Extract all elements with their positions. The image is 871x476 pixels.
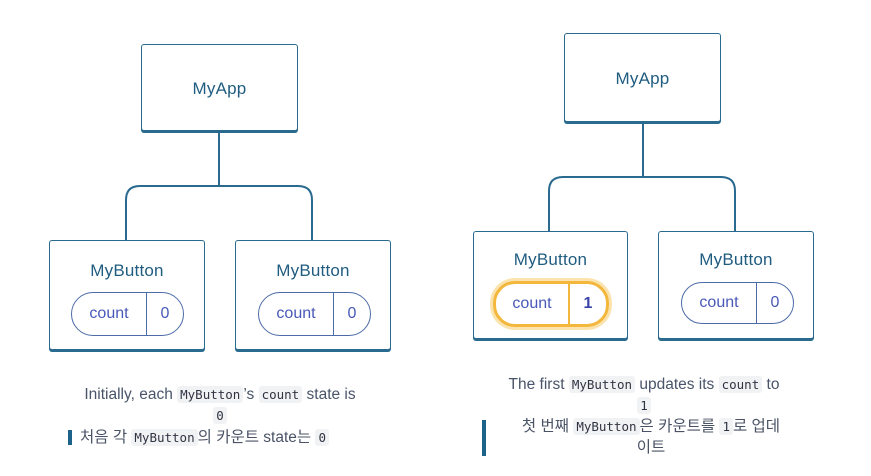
node-title: MyApp (192, 79, 247, 98)
count-label: count (276, 305, 316, 322)
count-pill-highlighted[interactable]: count 1 (493, 281, 609, 327)
count-label: count (512, 295, 552, 312)
left-caption: Initially, each MyButton’s count state i… (40, 384, 400, 426)
code-one: 1 (637, 397, 651, 414)
right-caption: The first MyButton updates its count to … (464, 374, 824, 416)
count-value: 1 (583, 295, 593, 312)
ko-text: 처음 각 (80, 429, 132, 446)
code-zero: 0 (315, 429, 329, 446)
caption-text: updates its (635, 376, 719, 393)
count-value: 0 (770, 294, 780, 311)
right-mybutton-node-1: MyButton count 1 (473, 231, 628, 339)
code-mybutton: MyButton (177, 386, 244, 403)
node-title: MyButton (699, 250, 773, 269)
count-label: count (89, 305, 129, 322)
code-mybutton: MyButton (573, 418, 640, 435)
code-count: count (718, 376, 763, 393)
ko-text: 은 카운트를 (639, 418, 720, 435)
left-myapp-node: MyApp (141, 44, 298, 131)
node-title: MyButton (513, 250, 588, 269)
code-mybutton: MyButton (131, 429, 198, 446)
count-label: count (699, 294, 739, 311)
left-tree-connector (125, 132, 313, 240)
left-ko-bar (68, 430, 72, 445)
right-mybutton-node-2: MyButton count 0 (658, 231, 814, 339)
left-mybutton-node-2: MyButton count 0 (235, 240, 391, 350)
ko-text: 이트 (636, 439, 666, 456)
count-pill[interactable]: count 0 (258, 292, 371, 336)
count-pill[interactable]: count 0 (681, 282, 794, 324)
node-title: MyApp (615, 69, 670, 88)
left-mybutton-node-1: MyButton count 0 (49, 240, 205, 350)
ko-text: 로 업데 (732, 418, 781, 435)
count-pill[interactable]: count 0 (71, 292, 184, 336)
code-one: 1 (719, 418, 733, 435)
count-value: 0 (160, 305, 170, 322)
caption-text: Initially, each (84, 386, 178, 403)
caption-text: to (762, 376, 780, 393)
code-zero: 0 (213, 407, 227, 424)
count-value: 0 (347, 305, 357, 322)
caption-text: state is (302, 386, 356, 403)
right-ko-bar (482, 420, 486, 456)
right-myapp-node: MyApp (564, 33, 721, 122)
code-count: count (258, 386, 303, 403)
right-tree-connector (548, 122, 736, 231)
caption-text: The first (508, 376, 569, 393)
caption-text: ’s (243, 386, 259, 403)
node-title: MyButton (276, 261, 350, 280)
code-mybutton: MyButton (568, 376, 636, 393)
ko-text: 첫 번째 (521, 418, 574, 435)
ko-text: 의 카운트 state는 (197, 429, 316, 446)
node-title: MyButton (90, 261, 164, 280)
